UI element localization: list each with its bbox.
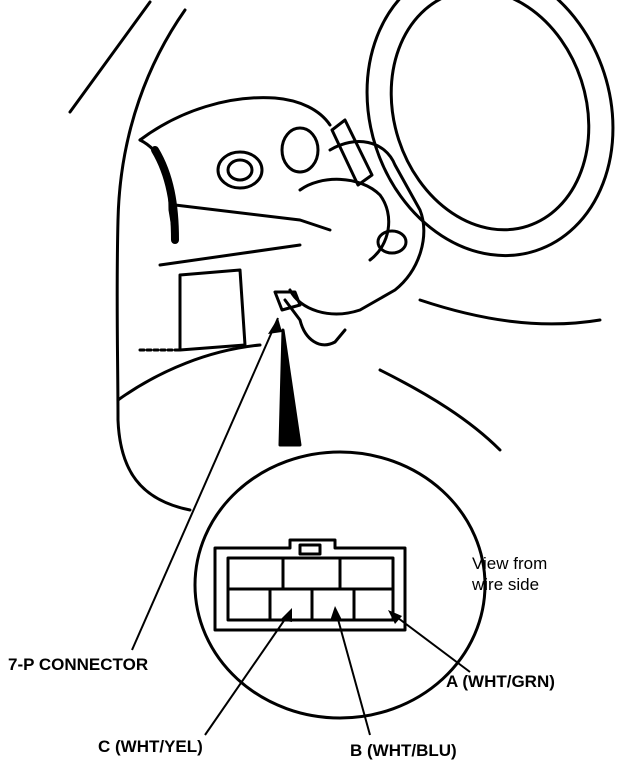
terminal-c-label: C (WHT/YEL) xyxy=(98,737,203,756)
right-dash-curve-2 xyxy=(418,298,602,326)
connector-label: 7-P CONNECTOR xyxy=(8,655,149,674)
magnify-circle xyxy=(193,450,487,720)
gauge-left xyxy=(216,150,264,190)
leader-terminal-b xyxy=(335,611,371,736)
knee-panel xyxy=(178,268,247,352)
cluster-hood xyxy=(138,96,332,142)
view-note: View from wire side xyxy=(472,553,547,595)
view-note-line2: wire side xyxy=(472,575,540,594)
column-cover xyxy=(298,177,391,262)
steering-wheel-rim xyxy=(365,0,615,258)
connector-latch xyxy=(298,543,322,556)
arrow-terminal-a xyxy=(388,610,402,624)
steering-column xyxy=(288,140,426,316)
lower-dash-line xyxy=(173,203,332,232)
terminal-a-label: A (WHT/GRN) xyxy=(446,672,555,691)
windshield-line xyxy=(68,0,152,114)
wire-harness xyxy=(283,298,347,347)
lower-dash-line-2 xyxy=(158,243,302,267)
dash-lower-curve xyxy=(116,343,262,402)
leader-terminal-c xyxy=(204,611,291,736)
steering-wheel-inner xyxy=(389,0,591,232)
arrow-terminal-c xyxy=(280,608,292,622)
connector-small xyxy=(273,290,302,312)
right-dash-curve xyxy=(378,368,502,452)
terminal-b-label: B (WHT/BLU) xyxy=(350,741,457,760)
magnify-wedge xyxy=(278,328,302,447)
arrow-7p-connector xyxy=(268,318,282,334)
ignition-switch xyxy=(376,229,408,255)
gauge-right xyxy=(280,126,320,174)
leader-7p-connector xyxy=(131,317,279,651)
view-note-line1: View from xyxy=(472,554,548,573)
arrow-terminal-b xyxy=(330,606,342,621)
dash-outline xyxy=(115,8,192,512)
gauge-left-inner xyxy=(226,158,254,182)
cluster-shade xyxy=(151,146,179,244)
leader-terminal-a xyxy=(389,611,471,673)
column-stalk xyxy=(330,118,374,187)
